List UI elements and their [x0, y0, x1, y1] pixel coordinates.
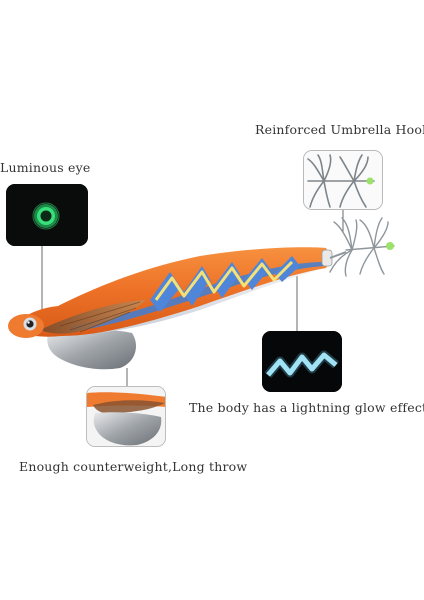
weight-closeup-inset — [86, 386, 166, 447]
hook-glow-bead — [386, 242, 394, 250]
lightning-band — [150, 256, 300, 312]
weight-closeup-icon — [93, 412, 162, 446]
hook-closeup-icon — [307, 154, 375, 208]
glow-closeup-inset — [262, 331, 342, 392]
umbrella-hook-main — [329, 217, 395, 277]
glow-label: The body has a lightning glow effect — [189, 400, 424, 415]
weight-label: Enough counterweight,Long throw — [19, 459, 248, 474]
lightning-glow-icon — [266, 352, 338, 377]
eye-label: Luminous eye — [0, 160, 91, 175]
sinker-weight — [47, 330, 136, 370]
hook-label: Reinforced Umbrella Hook — [255, 122, 424, 137]
lightning-zigzag — [154, 260, 294, 301]
hook-closeup-inset — [303, 150, 383, 210]
eye-closeup-inset — [6, 184, 88, 246]
